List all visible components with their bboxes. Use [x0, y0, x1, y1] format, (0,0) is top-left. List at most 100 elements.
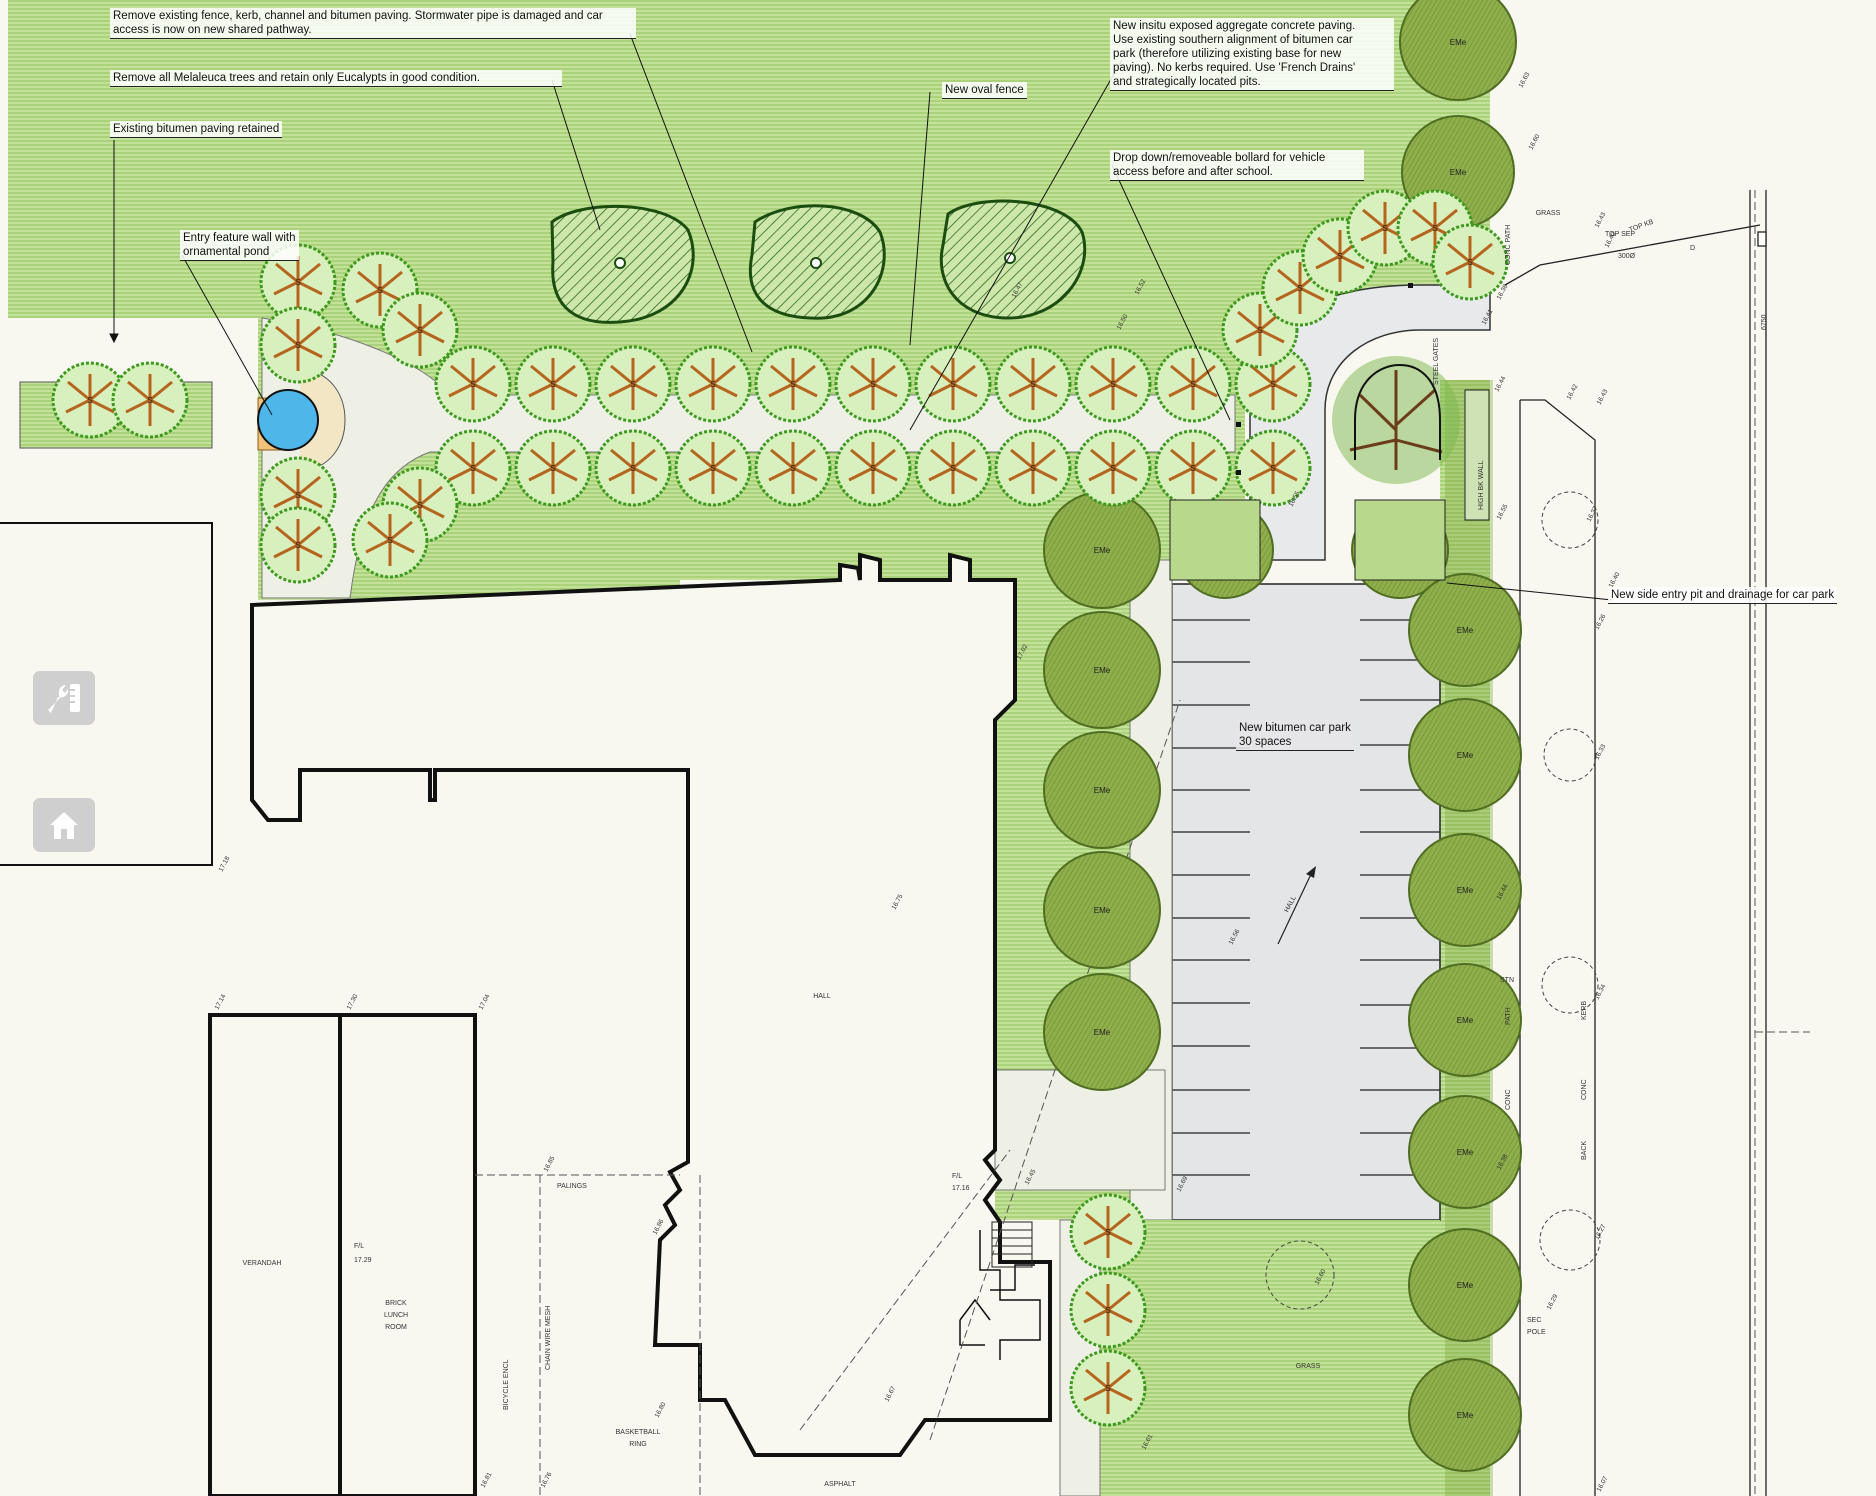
small-tree-tag: S [470, 464, 475, 473]
annotation-entry-wall: Entry feature wall with ornamental pond [180, 230, 299, 261]
pipe-label: 300Ø [1618, 253, 1636, 260]
small-tree: S [834, 345, 912, 423]
small-tree-tag: S [870, 464, 875, 473]
annotation-side-entry-pit: New side entry pit and drainage for car … [1608, 587, 1838, 604]
small-tree: S [1234, 429, 1312, 507]
small-tree-tag: S [1467, 258, 1472, 267]
small-tree: S [994, 429, 1072, 507]
small-tree: S [434, 345, 512, 423]
canopy-tree: EMe [1408, 698, 1522, 812]
tools-button[interactable] [33, 671, 95, 725]
small-tree-tag: S [417, 326, 422, 335]
asphalt-label: ASPHALT [824, 1481, 856, 1488]
floor-level-label-2: F/L [952, 1173, 962, 1180]
small-tree-tag: S [790, 380, 795, 389]
small-tree-tag: S [1382, 224, 1387, 233]
steel-gates-label: STEEL GATES [1433, 338, 1440, 385]
small-tree: S [259, 243, 337, 321]
annotation-car-park: New bitumen car park 30 spaces [1236, 720, 1354, 751]
small-tree: S [1074, 429, 1152, 507]
annotation-bitumen-retained: Existing bitumen paving retained [110, 121, 283, 138]
small-tree-tag: S [1190, 380, 1195, 389]
brick-label: BRICK [385, 1300, 407, 1307]
ring-label: RING [629, 1441, 647, 1448]
stn-label: STN [1500, 977, 1514, 984]
small-tree-tag: S [710, 464, 715, 473]
canopy-tree-tag: EMe [1457, 1148, 1474, 1157]
small-tree-tag: S [630, 380, 635, 389]
small-tree: S [514, 429, 592, 507]
wrench-ruler-icon [48, 684, 80, 713]
floor-level-value-2: 17.16 [952, 1185, 970, 1192]
small-tree-tag: S [1105, 1384, 1110, 1393]
small-tree: S [259, 506, 337, 584]
back-label: BACK [1581, 1141, 1588, 1160]
canopy-tree: EMe [1408, 1228, 1522, 1342]
canopy-tree: EMe [1408, 573, 1522, 687]
small-tree: S [594, 429, 672, 507]
canopy-tree: EMe [1408, 963, 1522, 1077]
basketball-label: BASKETBALL [616, 1429, 661, 1436]
small-tree: S [1069, 1349, 1147, 1427]
small-tree-tag: S [295, 491, 300, 500]
annotation-remove-fence: Remove existing fence, kerb, channel and… [110, 8, 636, 39]
high-bk-wall-label: HIGH BK WALL [1478, 460, 1485, 510]
path-label: PATH [1505, 1007, 1512, 1025]
small-tree: S [1154, 429, 1232, 507]
small-tree-tag: S [1030, 464, 1035, 473]
canopy-tree-tag: EMe [1094, 1028, 1111, 1037]
small-tree: S [594, 345, 672, 423]
conc-right-label: CONC [1581, 1079, 1588, 1100]
canopy-tree-tag: EMe [1094, 906, 1111, 915]
small-tree-tag: S [710, 380, 715, 389]
small-tree-tag: S [950, 380, 955, 389]
annotation-bollard: Drop down/removeable bollard for vehicle… [1110, 150, 1364, 181]
canopy-tree-tag: EMe [1450, 38, 1467, 47]
grass-label-top: GRASS [1536, 210, 1561, 217]
small-tree-tag: S [1110, 380, 1115, 389]
canopy-tree-tag: EMe [1094, 786, 1111, 795]
floor-level-label-1: F/L [354, 1243, 364, 1250]
small-tree-tag: S [790, 464, 795, 473]
small-tree: S [351, 501, 429, 579]
small-tree: S [914, 345, 992, 423]
small-tree: S [754, 345, 832, 423]
small-tree-tag: S [1270, 380, 1275, 389]
small-tree: S [674, 429, 752, 507]
annotation-oval-fence: New oval fence [942, 82, 1027, 99]
small-tree: S [514, 345, 592, 423]
small-tree-tag: S [377, 286, 382, 295]
conc-path-label: CONC PATH [1505, 225, 1512, 265]
small-tree: S [1074, 345, 1152, 423]
canopy-tree: EMe [1043, 851, 1161, 969]
kerb-label: KERB [1581, 1001, 1588, 1020]
bicycle-label: BICYCLE ENCL [503, 1359, 510, 1410]
room-label: ROOM [385, 1324, 407, 1331]
annotation-remove-melaleuca: Remove all Melaleuca trees and retain on… [110, 70, 562, 87]
house-icon [50, 812, 78, 839]
grass-label-bottom: GRASS [1296, 1363, 1321, 1370]
small-tree-tag: S [1257, 326, 1262, 335]
canopy-tree-tag: EMe [1457, 626, 1474, 635]
small-tree-tag: S [1105, 1228, 1110, 1237]
canopy-tree: EMe [1043, 973, 1161, 1091]
canopy-tree-tag: EMe [1457, 1281, 1474, 1290]
small-tree-tag: S [417, 501, 422, 510]
canopy-tree: EMe [1043, 491, 1161, 609]
floor-level-value-1: 17.29 [354, 1257, 372, 1264]
chain-wire-label: CHAIN WIRE MESH [545, 1306, 552, 1370]
small-tree: S [1431, 223, 1509, 301]
small-tree: S [259, 306, 337, 384]
canopy-tree-tag: EMe [1450, 168, 1467, 177]
small-tree: S [111, 361, 189, 439]
home-button[interactable] [33, 798, 95, 852]
palings-label: PALINGS [557, 1183, 587, 1190]
road-width-label: 6750 [1761, 314, 1768, 330]
small-tree-tag: S [1105, 1306, 1110, 1315]
canopy-tree: EMe [1408, 1358, 1522, 1472]
canopy-tree-tag: EMe [1094, 546, 1111, 555]
small-tree-tag: S [387, 536, 392, 545]
small-tree-tag: S [550, 380, 555, 389]
